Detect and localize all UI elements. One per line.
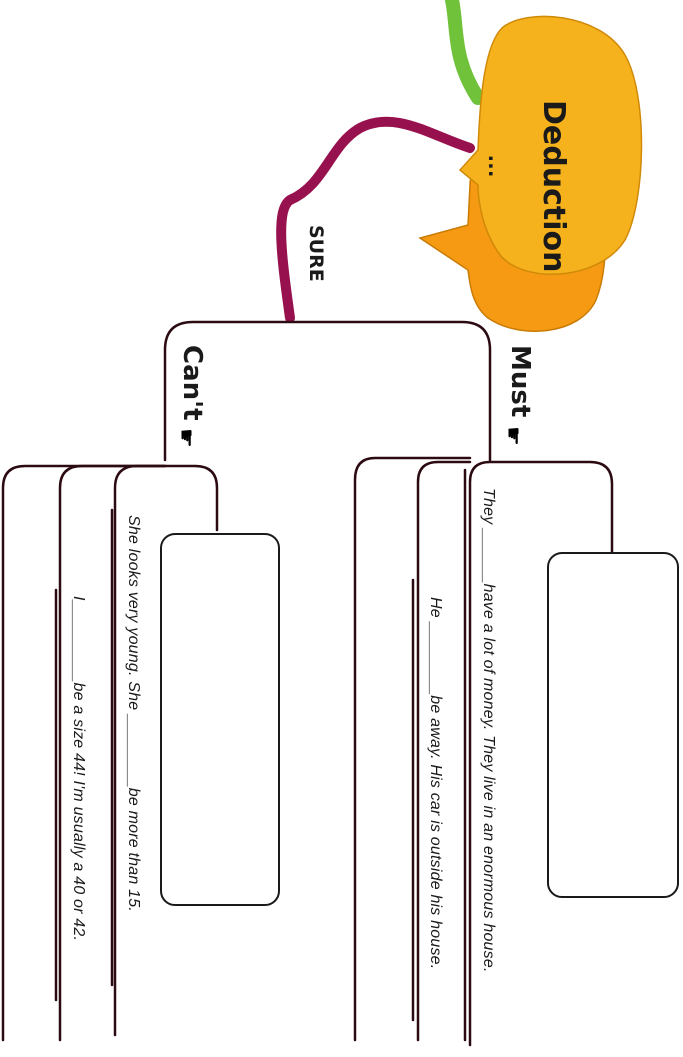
cant-answer-box[interactable] [160, 533, 280, 906]
must-sentence-1: They ______have a lot of money. They liv… [480, 488, 497, 973]
cant-label: Can't [177, 345, 207, 421]
main-fork-line [163, 320, 492, 462]
must-branch-1 [353, 456, 472, 1042]
diagram-title: Deduction [536, 100, 571, 273]
cant-sentence-2: I_________be a size 44! I'm usually a 40… [70, 596, 87, 942]
purple-stem [276, 116, 475, 323]
cant-branch-1 [1, 464, 167, 1042]
cant-branch-2 [58, 464, 167, 1042]
must-branch-2 [416, 460, 472, 1042]
cant-sentence-1: She looks very young. She ________be mor… [125, 515, 142, 912]
must-label: Must [505, 345, 535, 418]
sure-label: SURE [305, 225, 327, 282]
bubble-ellipsis: ... [483, 155, 510, 179]
pointing-hand-icon: ☛ [173, 428, 199, 448]
green-stem [445, 0, 485, 105]
must-branch-3 [468, 460, 614, 1047]
pointing-hand-icon: ☛ [500, 426, 526, 446]
must-answer-box[interactable] [547, 552, 679, 898]
speech-bubble-front [458, 15, 643, 275]
must-sentence-2: He ________be away. His car is outside h… [427, 597, 444, 970]
cant-branch-3 [113, 464, 219, 1037]
